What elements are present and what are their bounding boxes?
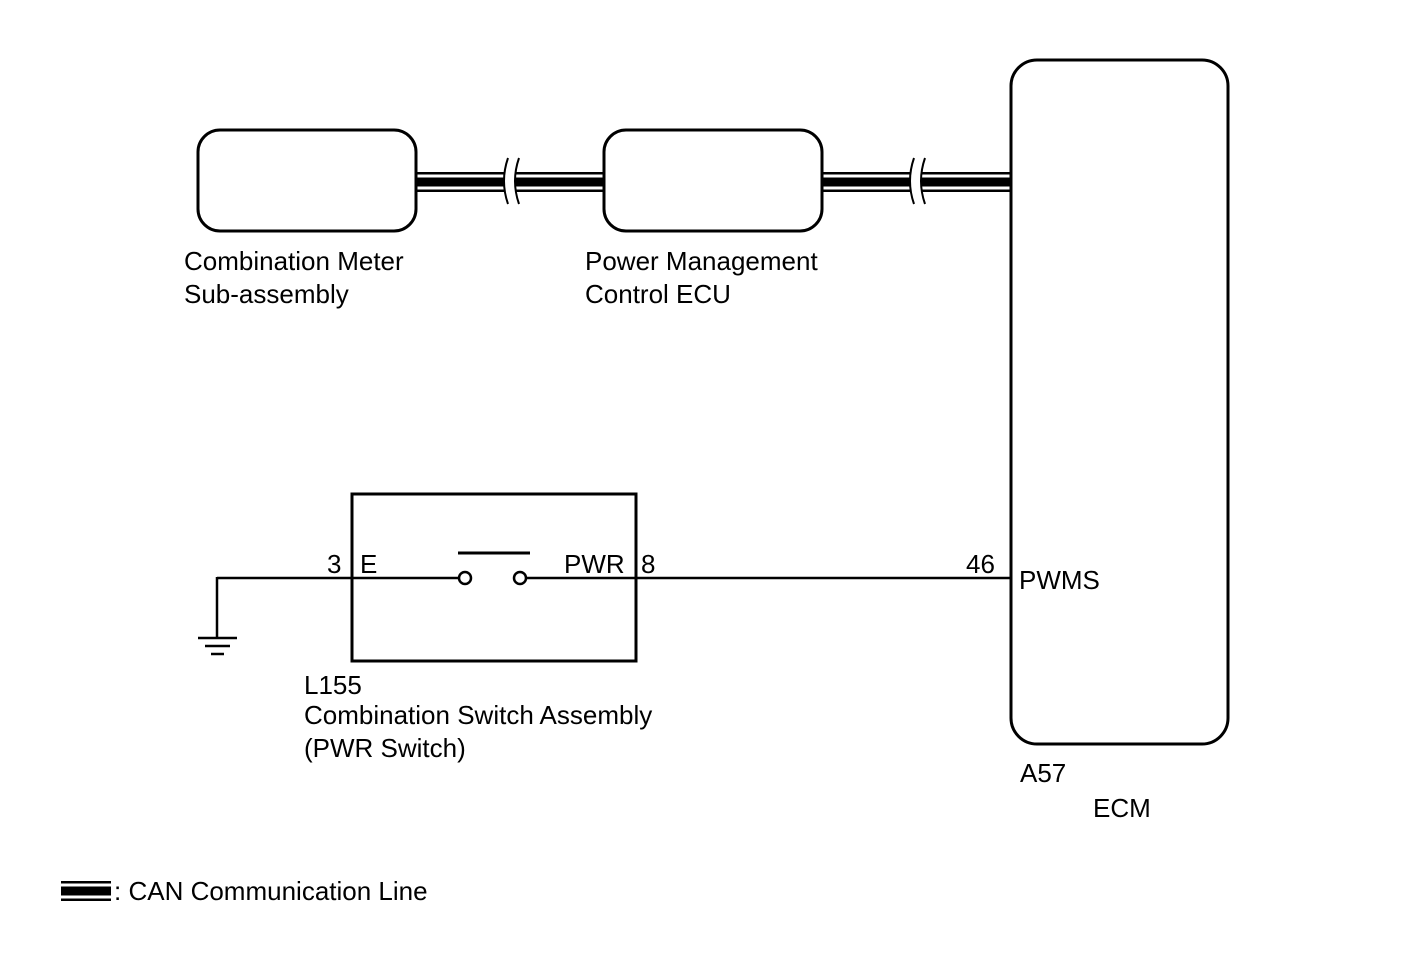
switch-name-label-1: Combination Switch Assembly [304,700,652,730]
can-legend-label: : CAN Communication Line [114,876,428,906]
switch-pin-e-number: 3 [327,549,341,579]
wire-break-icon [909,157,926,205]
switch-name-label-2: (PWR Switch) [304,733,466,763]
combination-meter-box [196,128,418,233]
wire-break-icon [503,157,520,205]
combination-meter-label-1: Combination Meter [184,246,404,276]
switch-pin-pwr-number: 8 [641,549,655,579]
ecm-connector-label: A57 [1020,758,1066,788]
ecm-box [1009,58,1230,746]
ecm-name-label: ECM [1093,793,1151,823]
switch-icon [352,551,636,586]
ecm-pin-number: 46 [966,549,995,579]
can-legend-icon [61,881,111,901]
ground-icon [198,636,237,656]
ground-wire [215,576,352,638]
power-management-ecu-label-2: Control ECU [585,279,731,309]
switch-pin-pwr-name: PWR [564,549,625,579]
combination-meter-label-2: Sub-assembly [184,279,349,309]
ecm-pin-name: PWMS [1019,565,1100,595]
power-management-ecu-box [602,128,824,233]
power-management-ecu-label-1: Power Management [585,246,818,276]
switch-connector-label: L155 [304,670,362,700]
switch-pin-e-name: E [360,549,377,579]
